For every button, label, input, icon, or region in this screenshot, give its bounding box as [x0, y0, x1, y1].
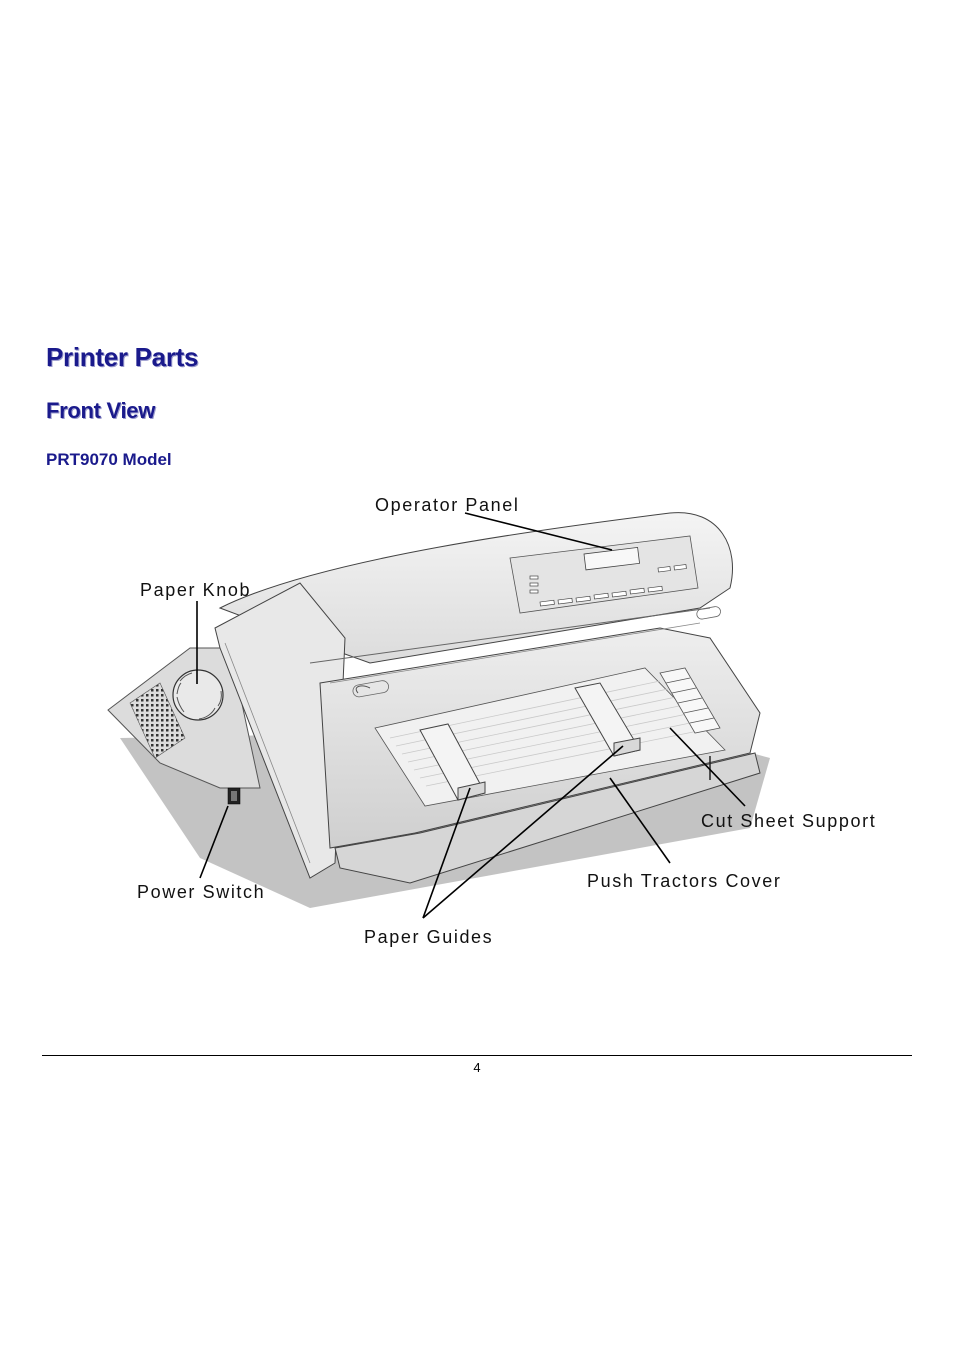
label-paper-knob: Paper Knob [140, 580, 251, 600]
section-heading: Front View [46, 398, 156, 423]
operator-panel-shape [509, 535, 699, 614]
left-side-arm [214, 582, 346, 879]
footer-rule [42, 1055, 912, 1056]
page-title: Printer Parts [46, 342, 199, 372]
label-operator-panel: Operator Panel [375, 495, 519, 515]
left-housing [107, 647, 261, 789]
printer-front-view-figure: Operator Panel Paper Knob Power Switch C… [100, 488, 890, 958]
paper-guide-right [574, 682, 641, 757]
label-power-switch: Power Switch [137, 882, 265, 902]
printer-base [334, 752, 761, 884]
printer-illustration: Operator Panel Paper Knob Power Switch C… [107, 495, 876, 947]
callout-lines [196, 512, 746, 919]
page-number: 4 [473, 1060, 481, 1075]
label-cut-sheet-support: Cut Sheet Support [701, 811, 876, 831]
cut-sheet-support-ribs [659, 667, 721, 734]
left-vent [129, 682, 186, 759]
subsection-heading: PRT9070 Model [46, 450, 172, 469]
label-paper-guides: Paper Guides [364, 927, 493, 947]
paper-knob-icon [172, 669, 224, 721]
paper-guide-left [419, 723, 486, 801]
label-push-tractors-cover: Push Tractors Cover [587, 871, 781, 891]
operator-panel-buttons [529, 564, 687, 607]
